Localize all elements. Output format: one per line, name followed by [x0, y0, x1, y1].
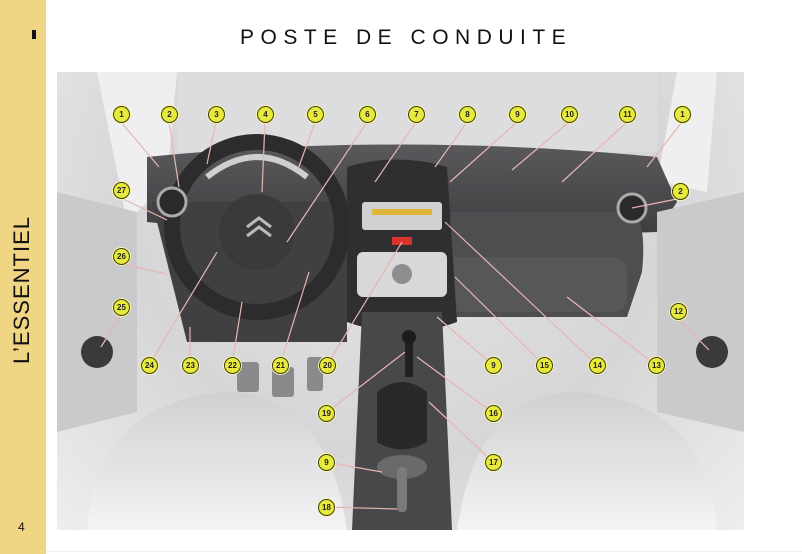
callout-25: 25	[113, 299, 130, 316]
callout-17: 17	[485, 454, 502, 471]
callout-23: 23	[182, 357, 199, 374]
callout-8: 8	[459, 106, 476, 123]
callout-10: 10	[561, 106, 578, 123]
callout-1: 1	[674, 106, 691, 123]
callout-18: 18	[318, 499, 335, 516]
callout-2: 2	[672, 183, 689, 200]
callout-4: 4	[257, 106, 274, 123]
callout-13: 13	[648, 357, 665, 374]
callout-19: 19	[318, 405, 335, 422]
callout-2: 2	[161, 106, 178, 123]
callout-15: 15	[536, 357, 553, 374]
callout-22: 22	[224, 357, 241, 374]
callout-26: 26	[113, 248, 130, 265]
callout-11: 11	[619, 106, 636, 123]
callout-14: 14	[589, 357, 606, 374]
dashboard-drawing	[57, 72, 744, 530]
callout-3: 3	[208, 106, 225, 123]
callout-16: 16	[485, 405, 502, 422]
callout-6: 6	[359, 106, 376, 123]
callout-24: 24	[141, 357, 158, 374]
chapter-sidebar: L’ESSENTIEL 4	[0, 0, 46, 554]
chapter-title: L’ESSENTIEL	[9, 216, 34, 364]
page-number: 4	[18, 520, 25, 534]
callout-9: 9	[318, 454, 335, 471]
dashboard-illustration	[57, 72, 744, 530]
page-divider	[46, 551, 802, 552]
chapter-mark	[32, 30, 36, 39]
callout-12: 12	[670, 303, 687, 320]
page-title: POSTE DE CONDUITE	[240, 26, 573, 49]
callout-5: 5	[307, 106, 324, 123]
callout-9: 9	[509, 106, 526, 123]
callout-21: 21	[272, 357, 289, 374]
callout-27: 27	[113, 182, 130, 199]
callout-1: 1	[113, 106, 130, 123]
callout-9: 9	[485, 357, 502, 374]
callout-7: 7	[408, 106, 425, 123]
callout-20: 20	[319, 357, 336, 374]
